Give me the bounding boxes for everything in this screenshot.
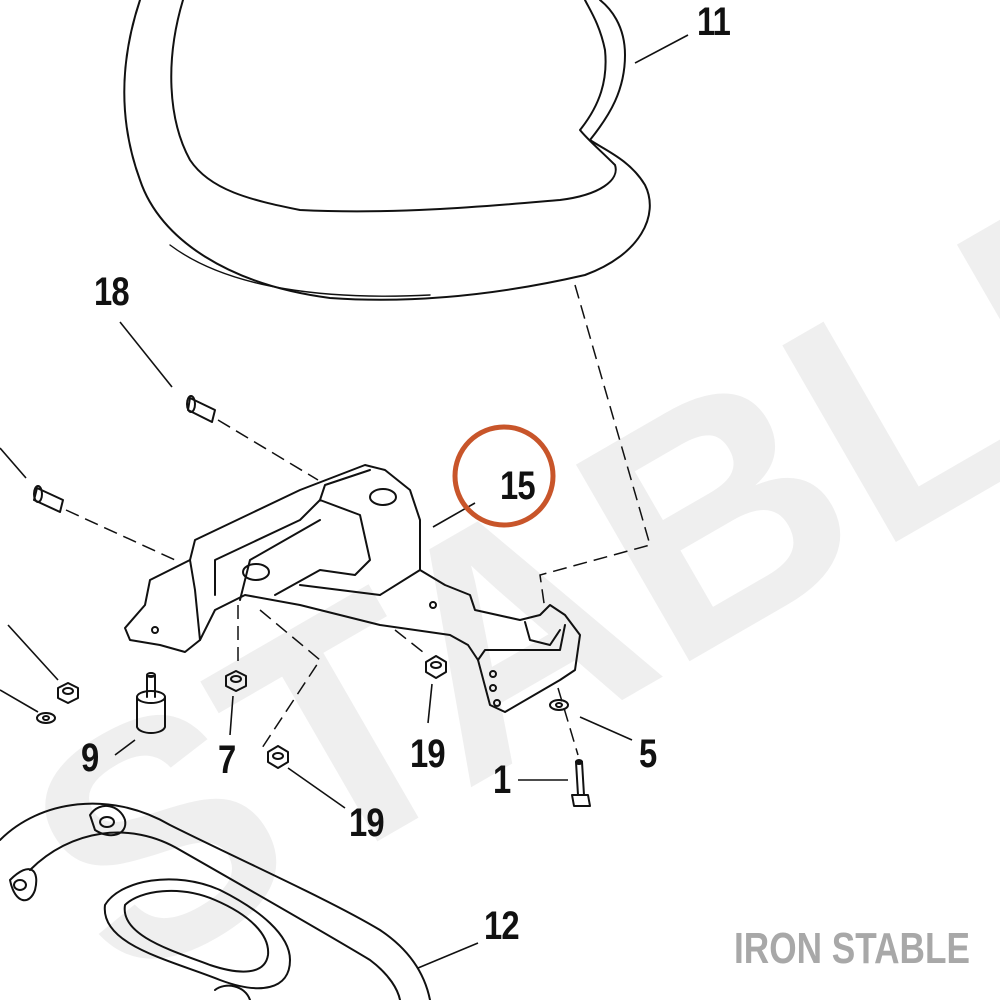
watermark-text: STABLE [0,83,1000,1000]
seat-part [123,0,651,301]
callout-5: 5 [639,732,657,776]
leader-line [0,689,39,713]
grommet-part [136,672,166,734]
callout-18: 18 [94,270,130,314]
seat-bracket-part [124,464,581,713]
leader-line [634,34,689,64]
callout-19-lower: 19 [349,801,385,845]
leader-line [287,767,346,809]
pin-part [33,395,216,513]
assembly-line [65,509,176,561]
callout-15: 15 [500,464,536,508]
callout-11: 11 [697,0,731,44]
brand-watermark: IRON STABLE [734,924,970,973]
assembly-line [539,284,651,611]
nut-part [36,655,569,769]
leader-line [427,683,433,724]
assembly-line [394,629,429,657]
tank-part [0,802,431,1001]
leader-line [417,942,479,969]
leader-line [229,695,234,736]
callout-7: 7 [218,738,236,782]
callout-12: 12 [484,904,520,948]
leader-line [7,624,59,681]
leader-line [119,321,173,388]
assembly-line [259,609,321,749]
assembly-line [217,419,319,481]
leader-line [0,447,27,479]
assembly-line [557,687,579,756]
leader-line [114,739,136,756]
highlight-circle [452,424,556,528]
bolt-part [571,759,591,807]
callout-19-upper: 19 [410,732,446,776]
leader-line [579,716,633,741]
callout-1: 1 [493,758,511,802]
callout-9: 9 [81,736,99,780]
